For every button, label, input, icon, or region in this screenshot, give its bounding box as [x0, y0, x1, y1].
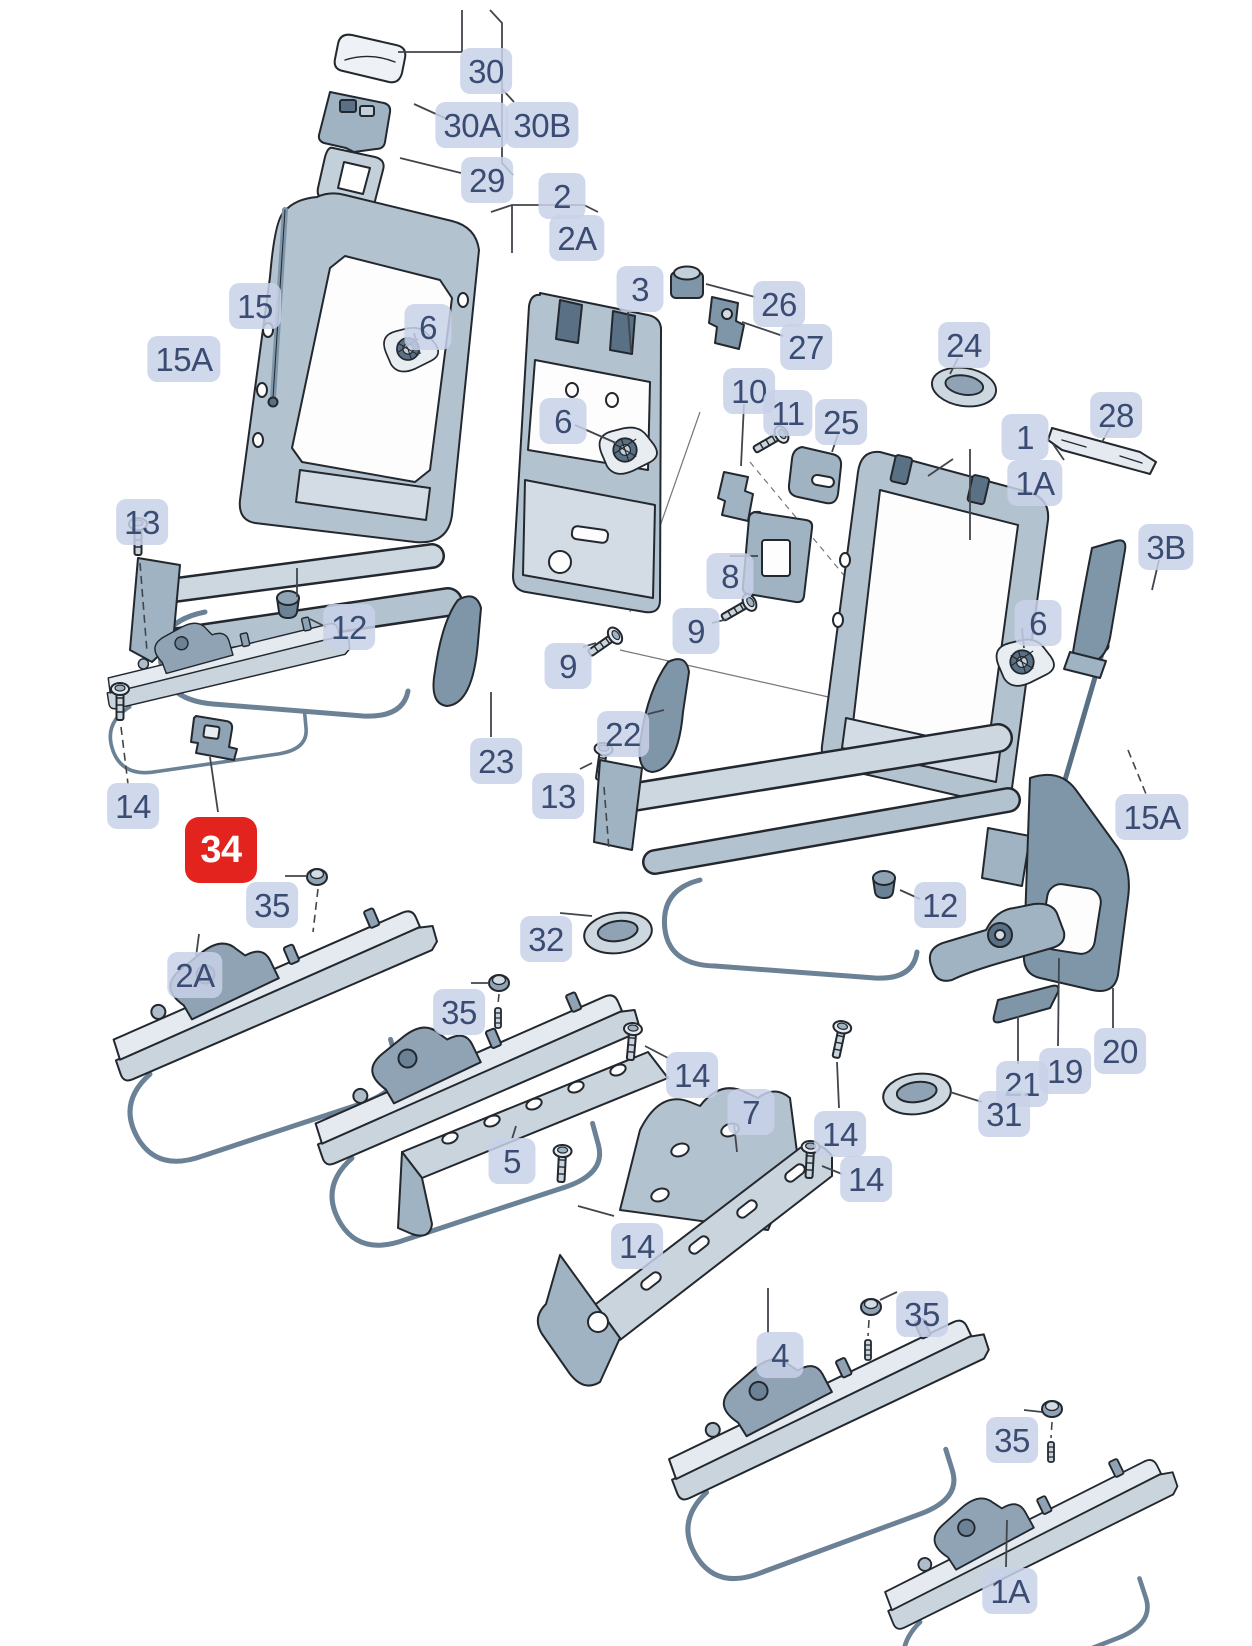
callout-5[interactable]: 5 [488, 1138, 536, 1184]
callout-31[interactable]: 31 [978, 1091, 1030, 1137]
lever-19 [928, 902, 1066, 982]
callout-14-mid[interactable]: 14 [666, 1052, 718, 1098]
callout-6-mid[interactable]: 6 [539, 398, 587, 444]
callout-7[interactable]: 7 [727, 1089, 775, 1135]
callout-2[interactable]: 2 [538, 173, 586, 219]
callout-28[interactable]: 28 [1090, 392, 1142, 438]
callout-9-right[interactable]: 9 [672, 608, 720, 654]
callout-14-b[interactable]: 14 [840, 1156, 892, 1202]
callout-15[interactable]: 15 [229, 283, 281, 329]
side-trim-22 [638, 658, 690, 773]
clip-34 [190, 715, 238, 761]
callout-3b[interactable]: 3B [1138, 524, 1194, 570]
callout-1a-bottom[interactable]: 1A [982, 1568, 1038, 1614]
callout-2a-top[interactable]: 2A [549, 215, 605, 261]
callout-6-right[interactable]: 6 [1014, 600, 1062, 646]
callout-30[interactable]: 30 [460, 48, 512, 94]
latch-parts [670, 265, 843, 522]
bracket-5 [397, 1051, 669, 1237]
sill-21 [992, 984, 1060, 1024]
callout-35-b[interactable]: 35 [896, 1291, 948, 1337]
callout-14-left[interactable]: 14 [107, 783, 159, 829]
callout-8[interactable]: 8 [706, 553, 754, 599]
callout-30b[interactable]: 30B [505, 102, 579, 148]
left-seat-base [86, 543, 463, 793]
callout-26[interactable]: 26 [753, 281, 805, 327]
callout-4[interactable]: 4 [756, 1332, 804, 1378]
callout-20[interactable]: 20 [1094, 1028, 1146, 1074]
callout-30a[interactable]: 30A [435, 102, 509, 148]
callout-15a-left[interactable]: 15A [147, 336, 221, 382]
callout-12-right[interactable]: 12 [914, 882, 966, 928]
side-trim-23 [432, 595, 482, 707]
right-seat-base [593, 723, 1031, 981]
callout-34-highlighted[interactable]: 34 [185, 817, 257, 883]
callout-2a-left[interactable]: 2A [167, 952, 223, 998]
callout-35-c[interactable]: 35 [986, 1417, 1038, 1463]
callout-29[interactable]: 29 [461, 157, 513, 203]
callout-35-left[interactable]: 35 [246, 882, 298, 928]
callout-23[interactable]: 23 [470, 738, 522, 784]
callout-24[interactable]: 24 [938, 322, 990, 368]
panel-8 [741, 510, 814, 604]
callout-11[interactable]: 11 [763, 390, 813, 436]
support-4 [536, 1143, 833, 1387]
callout-35-mid[interactable]: 35 [433, 989, 485, 1035]
callout-13-mid[interactable]: 13 [532, 773, 584, 819]
callout-14-a[interactable]: 14 [814, 1111, 866, 1157]
callout-22[interactable]: 22 [597, 711, 649, 757]
callout-3[interactable]: 3 [616, 266, 664, 312]
callout-14-c[interactable]: 14 [611, 1223, 663, 1269]
trim-3b [1063, 539, 1127, 679]
callout-25[interactable]: 25 [815, 399, 867, 445]
callout-27[interactable]: 27 [780, 324, 832, 370]
callout-9-left[interactable]: 9 [544, 643, 592, 689]
callout-12-left[interactable]: 12 [323, 604, 375, 650]
left-backrest-frame [238, 192, 480, 544]
callout-32[interactable]: 32 [520, 916, 572, 962]
dashed-leader-lines [120, 562, 1147, 1439]
callout-6-left[interactable]: 6 [404, 304, 452, 350]
callout-1a-top[interactable]: 1A [1007, 460, 1063, 506]
callout-1[interactable]: 1 [1001, 414, 1049, 460]
callout-13-left[interactable]: 13 [116, 499, 168, 545]
callout-10[interactable]: 10 [723, 368, 775, 414]
callout-15a-right[interactable]: 15A [1115, 794, 1189, 840]
